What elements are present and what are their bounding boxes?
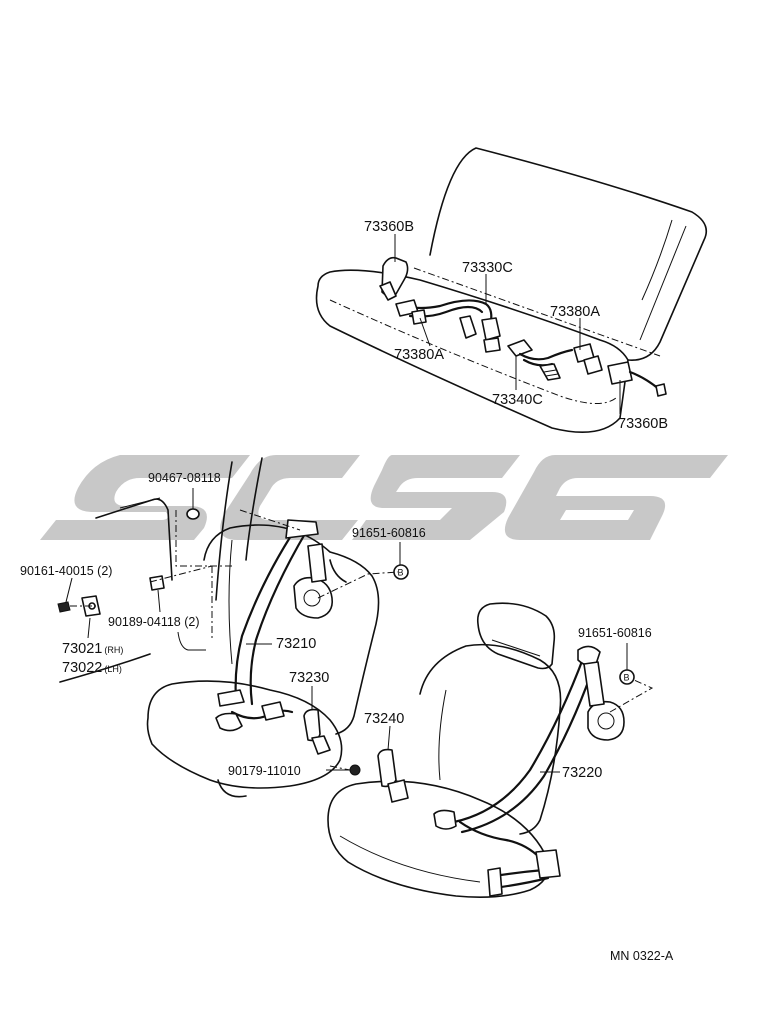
- label-73220: 73220: [562, 765, 602, 781]
- label-73022-lh: (LH): [104, 664, 122, 674]
- label-73022-number: 73022: [62, 660, 102, 676]
- bolt-marker-right-letter: B: [624, 673, 630, 683]
- label-90161-40015: 90161-40015 (2): [20, 564, 112, 578]
- label-73380A-left: 73380A: [394, 347, 444, 363]
- label-73021-rh: (RH): [104, 645, 123, 655]
- label-73340C: 73340C: [492, 392, 543, 408]
- label-73021: 73021(RH): [62, 641, 123, 657]
- label-91651-60816-left: 91651-60816: [352, 526, 426, 540]
- label-90189-04118: 90189-04118 (2): [108, 615, 200, 629]
- part-labels: 73360B 73330C 73380A 73380A 73340C 73360…: [20, 219, 674, 963]
- label-73330C: 73330C: [462, 260, 513, 276]
- bolt-marker-left-letter: B: [398, 568, 404, 578]
- label-73230: 73230: [289, 670, 329, 686]
- label-73380A-right: 73380A: [550, 304, 600, 320]
- label-73240: 73240: [364, 711, 404, 727]
- front-rh-seat-assembly: [57, 457, 409, 798]
- watermark-logo: [40, 455, 728, 540]
- label-91651-60816-right: 91651-60816: [578, 626, 652, 640]
- rear-seat-assembly: [315, 147, 708, 434]
- leader-lines: [65, 234, 628, 773]
- label-73022: 73022(LH): [62, 660, 122, 676]
- label-73360B-top: 73360B: [364, 219, 414, 235]
- label-73360B-bottom: 73360B: [618, 416, 668, 432]
- drawing-code: MN 0322-A: [610, 949, 674, 963]
- front-lh-seat-assembly: [327, 602, 654, 898]
- label-73021-number: 73021: [62, 641, 102, 657]
- label-73210: 73210: [276, 636, 316, 652]
- label-90179-11010: 90179-11010: [228, 764, 301, 778]
- label-90467-08118: 90467-08118: [148, 471, 221, 485]
